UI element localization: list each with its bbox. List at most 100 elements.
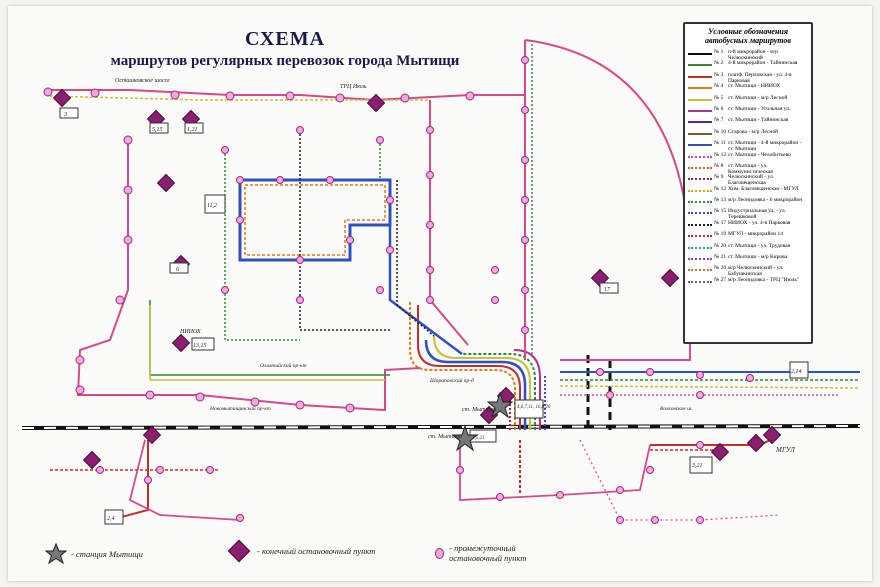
legend-intermediate-text: - промежуточный остановочный пункт (449, 543, 527, 563)
map-labels: ст. Мытищи ст. Мытищи 4,6,7,11, 16,8,20 … (63, 78, 802, 522)
route-line-swatch (688, 258, 712, 261)
badge-label-5: 1,21 (187, 127, 198, 133)
street-label-2: МГУЛ (775, 446, 796, 454)
map-title: СХЕМА маршрутов регулярных перевозок гор… (60, 28, 510, 70)
station-label-2: ст. Мытищи (428, 434, 462, 440)
route-description: НИИОХ - ул. 4-я Парковая (728, 219, 791, 226)
legend-terminal-text: - конечный остановочный пункт (257, 546, 376, 556)
route-description: 4-й микрорайон - Тайнинская (728, 60, 798, 67)
street-label-7: Новомытищинский пр-кт (209, 405, 271, 412)
route-description: ст. Мытищи - ул. Трудовая (728, 242, 791, 249)
route-description: ст. Мытищи - Челобитьево (728, 151, 791, 158)
symbol-legend: - станция Мытищи - конечный остановочный… (45, 539, 565, 565)
route-number: № 21 (714, 254, 727, 261)
route-description: МГУЛ - микрорайон 14 (728, 231, 783, 238)
route-description: ст. Мытищи - Тайнинская (728, 117, 789, 124)
route-line-swatch (688, 75, 712, 78)
route-number: № 26 (714, 265, 727, 272)
route-description: Индустриальная ул. - ул. Терешковой (728, 208, 786, 221)
route-description: м/р Леонидовка - ТРЦ "Июль" (728, 276, 800, 283)
route-line-swatch (688, 144, 712, 147)
route-description: п-й микрорайон - м/р Челюскинский (728, 49, 778, 61)
circle-icon (435, 547, 445, 559)
route-line-swatch (688, 155, 712, 158)
route-number: № 3 (714, 71, 724, 78)
badge-label-4: 5,15 (152, 127, 163, 133)
route-description: Хим. Благовещенская - МГУЛ (728, 185, 799, 192)
diamond-icon (227, 539, 251, 563)
route-line-swatch (688, 98, 712, 101)
badge-label-3: 3 (63, 112, 67, 118)
route-number: № 11 (714, 140, 726, 147)
terminal-stops (52, 88, 782, 470)
route-number: № 2 (714, 60, 724, 67)
route-line-swatch (688, 87, 712, 90)
intermediate-stops (43, 56, 754, 524)
railway-line (21, 355, 861, 430)
station-stars (451, 391, 514, 452)
route-number: № 9 (714, 174, 724, 181)
badge-label-11: 2,4 (107, 515, 115, 522)
route-description: ст. Мытищи - ул. Коммунистическая (728, 162, 773, 175)
route-description: ст. Мытищи - 4-й микрорайон - ст. Мытищи (728, 140, 802, 153)
street-label-4: НИИОХ (179, 329, 201, 335)
street-label-3: ТРЦ Июль (340, 84, 367, 90)
route-lower (50, 439, 781, 521)
route-number: № 12 (714, 151, 727, 158)
street-label-1: Осташковское шоссе (115, 78, 170, 84)
route-legend: Условные обозначения автобусных маршруто… (683, 22, 813, 344)
route-line-swatch (688, 269, 712, 272)
star-icon (45, 543, 67, 565)
route-line-swatch (688, 166, 712, 169)
route-line-swatch (688, 280, 712, 283)
legend-intermediate: - промежуточный остановочный пункт (430, 543, 565, 563)
route-description: платф. Перловская - ул. 4-я Парковая (728, 71, 792, 84)
route-description: ст. Мытищи - м/р Кирова (728, 254, 788, 261)
route-number: № 17 (714, 219, 727, 226)
route-number: № 6 (714, 105, 724, 112)
legend-row: № 4 ст. Мытищи - НИИОХ (685, 83, 811, 94)
badge-label-9: 17 (604, 287, 611, 293)
route-line-swatch (688, 235, 712, 238)
route-line-swatch (688, 132, 712, 135)
route-bundle (409, 300, 546, 430)
route-description: м/р Леонидовка - 6 микрорайон (728, 197, 803, 204)
route-number: № 12 (714, 185, 727, 192)
route-line-swatch (688, 223, 712, 226)
route-number: № 19 (714, 231, 727, 238)
route-number: № 15 (714, 208, 727, 215)
legend-row: № 7 ст. Мытищи - Тайнинская (685, 117, 811, 128)
legend-terminal: - конечный остановочный пункт (225, 539, 376, 563)
badge-label-8: 2,14 (791, 368, 802, 375)
route-number: № 5 (714, 94, 724, 101)
route-line-swatch (688, 178, 712, 181)
badge-label-7: 13,15 (193, 343, 207, 349)
street-label-5: Шараповский пр-д (429, 377, 474, 384)
route-description: Старова - м/р Лесной (728, 128, 779, 135)
route-line-swatch (688, 212, 712, 215)
legend-row: № 3 платф. Перловская - ул. 4-я Парковая (685, 71, 811, 84)
route-line-swatch (688, 109, 712, 112)
route-number: № 4 (714, 83, 724, 90)
route-11-loop (238, 178, 463, 355)
route-number: № 7 (714, 117, 724, 124)
badge-label-12: 11,2 (207, 203, 217, 209)
station-label-1: ст. Мытищи (462, 407, 496, 413)
route-line-swatch (688, 246, 712, 249)
street-label-8: Волковское ш. (660, 406, 693, 412)
route-line-swatch (688, 64, 712, 67)
route-description: ст. Мытищи - НИИОХ (728, 83, 781, 90)
route-description: м/р Челюскинский - ул. Бабушкинская (728, 265, 784, 278)
